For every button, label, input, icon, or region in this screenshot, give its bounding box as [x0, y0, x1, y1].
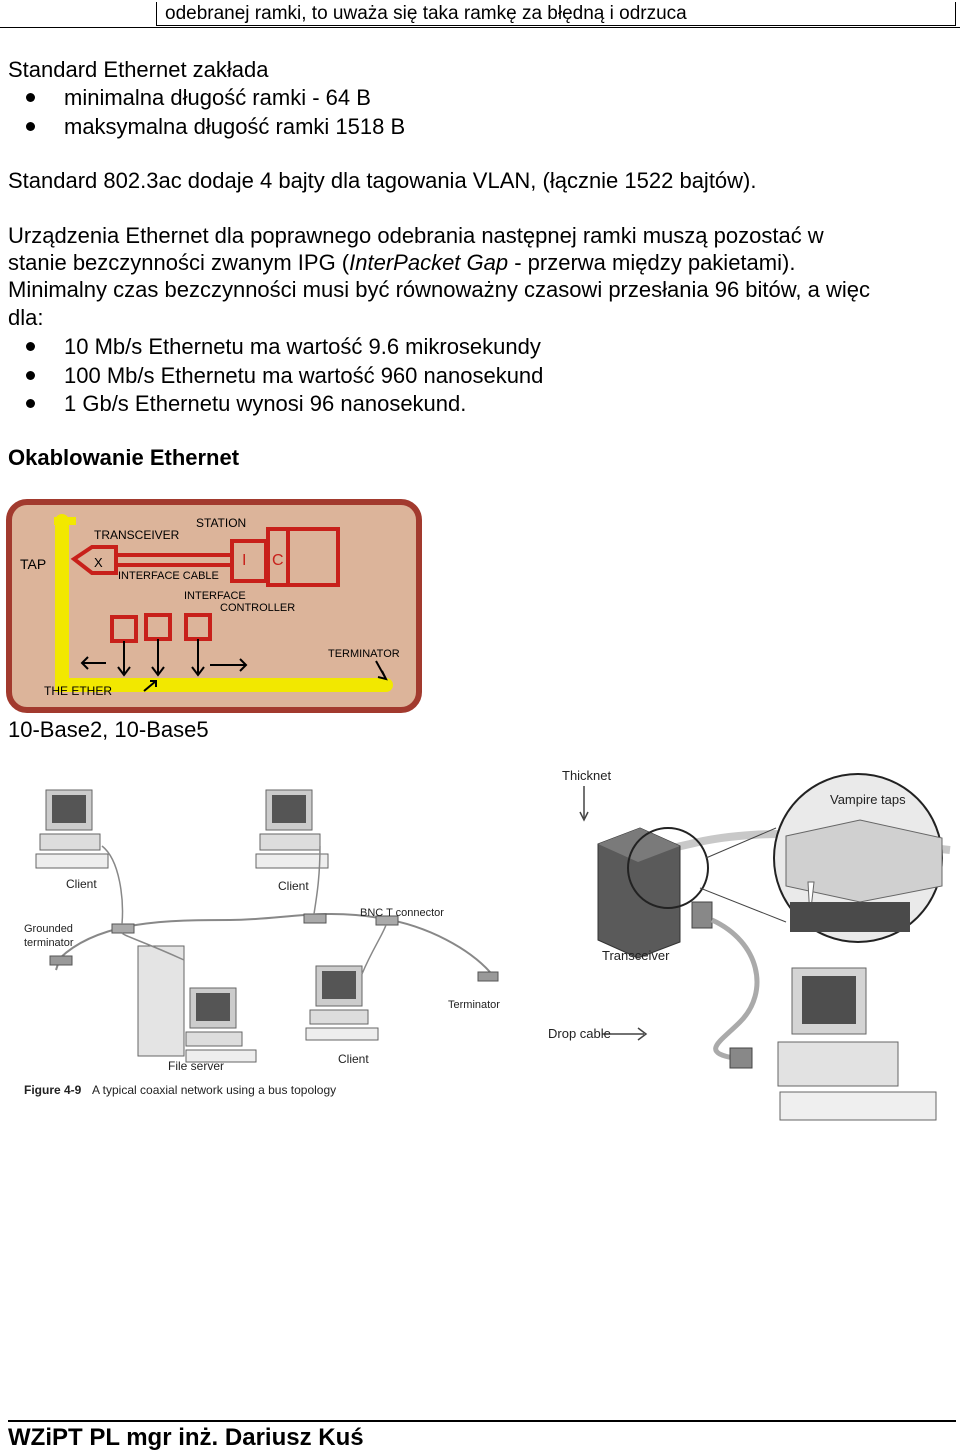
footer-rule [8, 1420, 956, 1422]
ipg-line-2: stanie bezczynności zwanym IPG (InterPac… [8, 249, 795, 277]
list-item: 10 Mb/s Ethernetu ma wartość 9.6 mikrose… [64, 334, 541, 359]
ipg-line-3: Minimalny czas bezczynności musi być rów… [8, 277, 871, 302]
sketch-label: THE ETHER [44, 684, 112, 698]
bus-topology-figure: Client Client Grounded terminator BNC T … [24, 789, 500, 1097]
drop-cable-connector-icon [729, 1047, 753, 1069]
thicknet-figure: Thicknet Vampire taps Transceiver Drop c… [548, 768, 951, 1121]
header-table-cell: odebranej ramki, to uważa się taka ramkę… [156, 2, 956, 26]
aui-connector-icon [691, 901, 713, 929]
bullet-icon [26, 399, 35, 408]
bullet-icon [26, 371, 35, 380]
computer-icon [255, 789, 329, 869]
bnc-connector-icon [303, 913, 327, 924]
figure-caption-text: A typical coaxial network using a bus to… [92, 1083, 336, 1097]
file-server-icon [137, 945, 257, 1063]
bus-end-cap [54, 517, 76, 525]
drop-line [101, 845, 387, 975]
sketch-label: C [272, 552, 284, 569]
list-item: 1 Gb/s Ethernetu wynosi 96 nanosekund. [64, 391, 467, 416]
transceiver-box-top [598, 828, 680, 862]
figure-label: BNC T connector [360, 907, 444, 919]
list-item: 100 Mb/s Ethernetu ma wartość 960 nanose… [64, 363, 544, 388]
ether-arrow [143, 680, 157, 692]
bullet-icon [26, 122, 35, 131]
footer-author: WZiPT PL mgr inż. Dariusz Kuś [8, 1424, 364, 1451]
coax-cable [59, 913, 491, 973]
left-arrow [80, 656, 106, 670]
figure-caption-number: Figure 4-9 [24, 1083, 82, 1097]
drop-cable [710, 917, 760, 1061]
zoom-line [705, 827, 777, 859]
figure-label: Client [66, 877, 97, 891]
ipg-term: InterPacket Gap [349, 250, 509, 275]
ipg-line-1: Urządzenia Ethernet dla poprawnego odebr… [8, 223, 824, 248]
list-item: maksymalna długość ramki 1518 B [64, 114, 406, 139]
sketch-label: INTERFACE CABLE [118, 570, 219, 582]
figure-label: Client [278, 879, 309, 893]
ethernet-sketch-diagram: TRANSCEIVER STATION TAP X INTERFACE CABL… [6, 499, 422, 713]
detail-circle [627, 827, 709, 909]
transceiver-shape [70, 545, 118, 575]
arrow-heads [117, 666, 205, 677]
sketch-label: TERMINATOR [328, 648, 400, 660]
sketch-frame [6, 499, 422, 713]
terminator-icon [477, 971, 499, 982]
sketch-label: I [242, 552, 246, 569]
drop-cable-arrow [602, 1027, 648, 1041]
computer-icon [35, 789, 109, 869]
cabling-heading: Okablowanie Ethernet [8, 445, 240, 470]
figure-label: Vampire taps [830, 792, 906, 807]
computer-icon [777, 967, 937, 1121]
bullet-icon [26, 342, 35, 351]
ipg-line-2-post: - przerwa między pakietami). [508, 250, 796, 275]
sketch-label: CONTROLLER [220, 602, 295, 614]
figure-label: terminator [24, 937, 74, 949]
standard-intro: Standard Ethernet zakłada [8, 57, 269, 82]
sketch-label: INTERFACE [184, 590, 246, 602]
vlan-note: Standard 802.3ac dodaje 4 bajty dla tago… [8, 168, 757, 193]
sketch-label: X [94, 555, 103, 570]
list-item: minimalna długość ramki - 64 B [64, 85, 371, 110]
pointer-arrowhead [579, 811, 589, 822]
figure-label: Grounded [24, 923, 73, 935]
bnc-connector-icon [111, 923, 135, 934]
bullet-icon [26, 93, 35, 102]
ipg-line-2-pre: stanie bezczynności zwanym IPG ( [8, 250, 350, 275]
terminator-arrow [375, 660, 388, 681]
figure-label: Drop cable [548, 1026, 611, 1041]
terminator-icon [49, 955, 73, 966]
header-rule [0, 27, 960, 28]
figure-label: Transceiver [602, 948, 670, 963]
tap-base [790, 902, 910, 932]
figure-label: File server [168, 1059, 224, 1073]
right-arrow [210, 658, 248, 672]
figure-label: Terminator [448, 999, 500, 1011]
figure-label: Thicknet [562, 768, 612, 783]
zoom-line [699, 887, 787, 923]
sketch-label: TAP [20, 556, 46, 572]
computer-icon [305, 965, 379, 1041]
sketch-label: TRANSCEIVER [94, 528, 180, 542]
ipg-line-4: dla: [8, 305, 44, 330]
sketch-label: STATION [196, 516, 246, 530]
ether-bus-line [55, 514, 393, 692]
bnc-connector-icon [375, 915, 399, 926]
vampire-tap-block [785, 819, 943, 903]
station-box [266, 527, 340, 587]
figure-label: Client [338, 1052, 369, 1066]
base-caption: 10-Base2, 10-Base5 [8, 717, 209, 742]
